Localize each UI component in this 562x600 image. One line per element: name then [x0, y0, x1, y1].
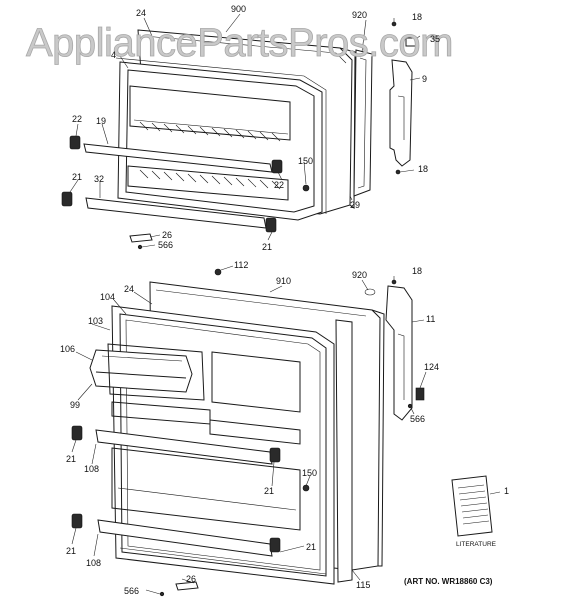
label-910: 910 [276, 276, 291, 286]
label-900: 900 [231, 4, 246, 14]
label-24: 24 [136, 8, 146, 18]
label-21-low-right: 21 [306, 542, 316, 552]
label-104: 104 [100, 292, 115, 302]
leader-lines [69, 13, 501, 595]
label-21-mid-left: 21 [66, 454, 76, 464]
label-150-lower: 150 [302, 468, 317, 478]
label-18: 18 [412, 12, 422, 22]
art-number: (ART NO. WR18860 C3) [404, 577, 493, 586]
label-26-lower: 26 [186, 574, 196, 584]
label-106: 106 [60, 344, 75, 354]
label-18-lower: 18 [418, 164, 428, 174]
label-24-lower: 24 [124, 284, 134, 294]
label-566-hinge: 566 [410, 414, 425, 424]
label-115: 115 [356, 580, 370, 590]
label-21-mid-right: 21 [264, 486, 274, 496]
label-18-hinge: 18 [412, 266, 422, 276]
label-112: 112 [234, 260, 248, 270]
label-29: 29 [350, 200, 360, 210]
watermark-text: AppliancePartsPros.com [26, 21, 453, 65]
label-566-lower: 566 [124, 586, 139, 596]
lower-part-labels: 112 910 920 18 24 104 103 11 106 99 124 … [60, 260, 509, 596]
label-35: 35 [430, 34, 440, 44]
label-11: 11 [426, 314, 435, 324]
literature-packet: LITERATURE [451, 475, 497, 548]
lower-door-assembly [71, 268, 425, 597]
label-566: 566 [158, 240, 173, 250]
label-22-left: 22 [72, 114, 82, 124]
label-4: 4 [111, 50, 116, 60]
label-26: 26 [162, 230, 172, 240]
label-920-lower: 920 [352, 270, 367, 280]
label-1: 1 [504, 486, 509, 496]
label-150: 150 [298, 156, 313, 166]
label-108-upper: 108 [84, 464, 99, 474]
label-9: 9 [422, 74, 427, 84]
label-108-lower: 108 [86, 558, 101, 568]
label-103: 103 [88, 316, 103, 326]
label-21-left: 21 [72, 172, 82, 182]
upper-part-labels: 900 24 920 18 35 4 9 22 19 150 22 18 29 … [72, 4, 440, 252]
upper-door-assembly [61, 21, 417, 250]
label-21-right: 21 [262, 242, 272, 252]
label-19: 19 [96, 116, 106, 126]
label-22-right: 22 [274, 180, 284, 190]
label-99: 99 [70, 400, 80, 410]
label-920: 920 [352, 10, 367, 20]
label-124: 124 [424, 362, 439, 372]
label-21-low-left: 21 [66, 546, 76, 556]
label-32: 32 [94, 174, 104, 184]
literature-label: LITERATURE [456, 541, 497, 548]
